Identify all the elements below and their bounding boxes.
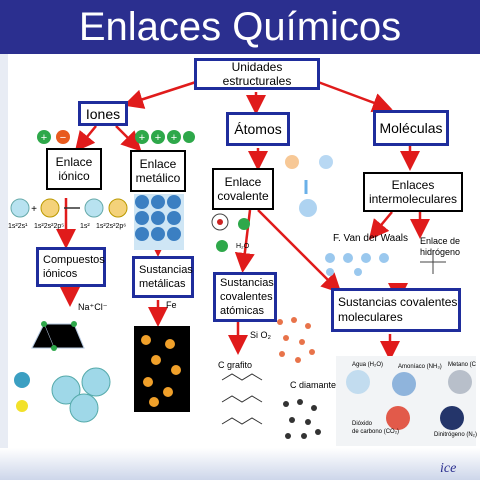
iron-lattice-illustration	[134, 326, 190, 412]
svg-text:+: +	[41, 132, 47, 144]
config-label-2: 1s²2s²2p⁵	[34, 223, 65, 230]
page-title: Enlaces Químicos	[78, 5, 402, 49]
arrow-intermol-vdw	[368, 211, 393, 240]
fe-label: Fe	[166, 300, 177, 310]
config-label-3: 1s²	[80, 223, 90, 230]
arrow-iones-ionico	[74, 125, 97, 152]
caption-agua: Agua (H₂O)	[352, 362, 384, 368]
atomic-orbitals-illustration	[285, 155, 333, 217]
node-compuestos-ionicos: Compuestos iónicos	[36, 247, 106, 287]
h2o-label: H₂O	[236, 243, 250, 250]
publisher-logo-icon: ice	[440, 461, 456, 476]
graphite-structure-illustration	[221, 373, 263, 425]
config-label-4: 1s²2s²2p⁶	[96, 223, 127, 230]
node-enlace-ionico: Enlace iónico	[46, 148, 102, 190]
svg-text:−: −	[60, 132, 66, 144]
arrow-iones-metalico	[115, 125, 142, 152]
bottom-decorative-band	[0, 448, 480, 480]
title-banner	[0, 0, 480, 54]
caption-dinitrogeno: Dinitrógeno (N₂)	[434, 432, 478, 438]
node-sustancias-covalentes-moleculares: Sustancias covalentes moleculares	[331, 288, 461, 332]
node-enlace-covalente: Enlace covalente	[212, 168, 274, 210]
molecules-panel-illustration	[336, 356, 476, 446]
svg-text:+: +	[171, 132, 177, 144]
node-enlaces-intermoleculares: Enlaces intermoleculares	[363, 172, 463, 212]
node-sustancias-metalicas: Sustancias metálicas	[132, 256, 194, 298]
nacl-label: Na⁺Cl⁻	[78, 302, 108, 312]
diamond-structure-illustration	[283, 399, 321, 439]
left-decorative-strip	[0, 54, 8, 480]
caption-dioxido: Dióxido de carbono (CO₂)	[352, 421, 400, 435]
node-moleculas: Moléculas	[373, 110, 449, 146]
intermolecular-forces-illustration	[325, 250, 446, 276]
svg-text:+: +	[139, 132, 145, 144]
caption-metano: Metano (C	[448, 362, 477, 368]
arrow-covalente-atomicas	[234, 209, 255, 273]
arrow-unidades-moleculas	[317, 80, 393, 113]
ionic-bond-formation-illustration: +	[10, 198, 128, 218]
svg-text:+: +	[31, 204, 37, 215]
node-sustancias-covalentes-atomicas: Sustancias covalentes atómicas	[213, 272, 277, 322]
c-grafito-label: C grafito	[218, 360, 253, 370]
node-enlace-metalico: Enlace metálico	[130, 150, 186, 192]
svg-text:+: +	[155, 132, 161, 144]
arrow-unidades-iones	[123, 80, 197, 109]
sio2-structure-illustration	[277, 317, 315, 363]
nacl-crystal-illustration	[14, 321, 111, 423]
node-unidades-estructurales: Unidades estructurales	[194, 58, 320, 90]
covalent-molecule-illustration	[211, 213, 250, 252]
node-iones: Iones	[78, 101, 128, 126]
metal-cations-illustration: + + +	[135, 130, 195, 144]
ion-charges-illustration: + −	[37, 130, 70, 144]
hydrogen-bond-label: Enlace de hidrógeno	[420, 236, 461, 257]
caption-amoniaco: Amoníaco (NH₃)	[398, 364, 442, 370]
svg-text:ice: ice	[440, 461, 456, 476]
metal-lattice-illustration	[134, 194, 184, 250]
arrow-covalente-moleculares	[257, 209, 342, 294]
sio2-label: Si O₂	[250, 330, 271, 340]
c-diamante-label: C diamante	[290, 380, 337, 390]
config-label-1: 1s²2s¹	[8, 223, 28, 230]
node-atomos: Átomos	[226, 112, 290, 146]
van-der-waals-label: F. Van der Waals	[333, 233, 409, 244]
